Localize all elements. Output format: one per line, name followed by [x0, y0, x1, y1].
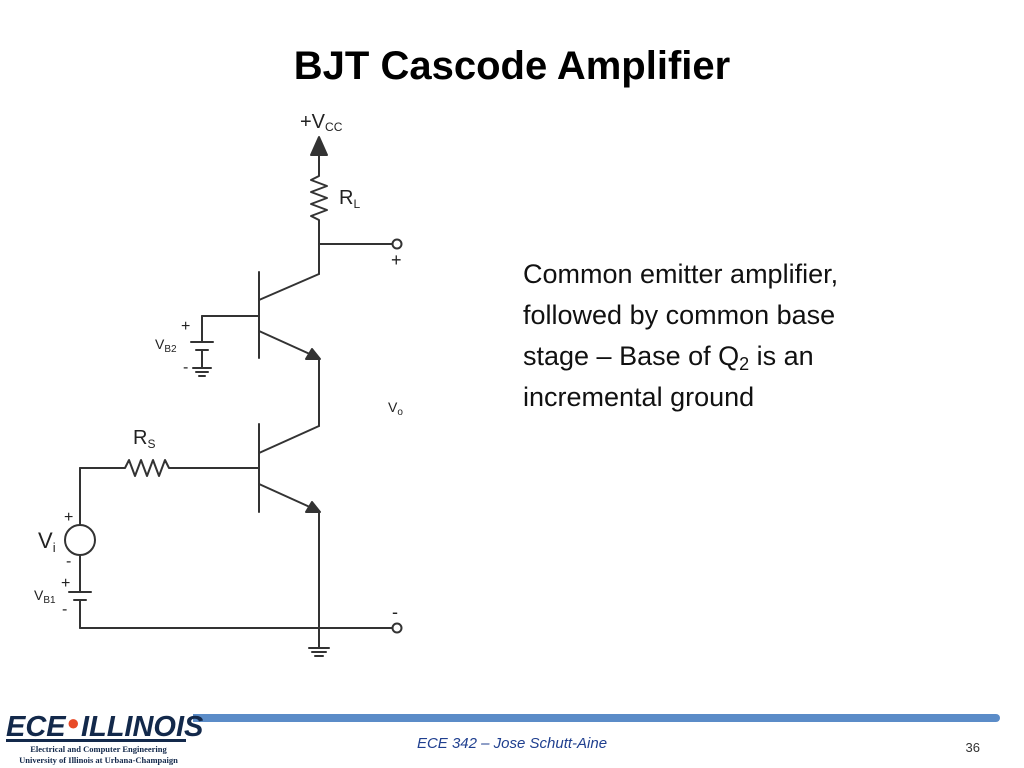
vb2-minus-sign: - [183, 359, 188, 376]
description-line-4: incremental ground [523, 382, 755, 412]
rs-resistor-icon [120, 459, 174, 477]
rl-label: RL [339, 187, 360, 211]
vcc-arrow-icon [310, 136, 328, 156]
vi-plus-sign: + [64, 509, 73, 526]
ece-illinois-logo: ECE●ILLINOIS [6, 710, 204, 743]
q1-collector [258, 425, 320, 454]
logo-underline [6, 739, 186, 742]
q2-emitter [258, 330, 313, 356]
logo-dot-icon: ● [66, 710, 80, 735]
main-ground-icon [308, 647, 330, 657]
q1-emitter [258, 483, 313, 509]
description-line-2: followed by common base [523, 300, 836, 330]
vi-minus-sign: - [66, 553, 71, 570]
logo-department-text: Electrical and Computer Engineering Univ… [19, 744, 178, 765]
footer-divider-bar [193, 714, 1000, 722]
vb1-plus-sign: + [61, 575, 70, 592]
vb2-label: VB2 [155, 336, 177, 355]
vb2-ground-icon [192, 367, 212, 377]
q2-collector [258, 273, 320, 301]
output-minus-sign: - [392, 602, 398, 622]
slide-title: BJT Cascode Amplifier [293, 44, 731, 88]
vb1-minus-sign: - [62, 601, 67, 618]
rl-resistor-icon [310, 171, 328, 225]
description-text: Common emitter amplifier, followed by co… [523, 254, 953, 418]
vcc-label: +VCC [300, 111, 343, 134]
description-line-3: stage – Base of Q2 is an [523, 341, 814, 374]
page-number: 36 [965, 740, 980, 755]
output-minus-terminal-icon [391, 622, 403, 634]
output-plus-sign: + [391, 250, 402, 270]
vb1-label: VB1 [34, 587, 56, 606]
vi-label: Vi [38, 528, 56, 555]
q2-emitter-arrow-icon [305, 348, 321, 360]
rs-label: RS [133, 427, 155, 451]
output-plus-terminal-icon [391, 238, 403, 250]
q1-emitter-arrow-icon [305, 501, 321, 513]
vo-label: Vo [388, 399, 403, 418]
vb2-plus-sign: + [181, 318, 190, 335]
vi-source-icon [64, 524, 96, 556]
description-line-1: Common emitter amplifier, [523, 259, 839, 289]
footer-course-text: ECE 342 – Jose Schutt-Aine [416, 735, 608, 752]
